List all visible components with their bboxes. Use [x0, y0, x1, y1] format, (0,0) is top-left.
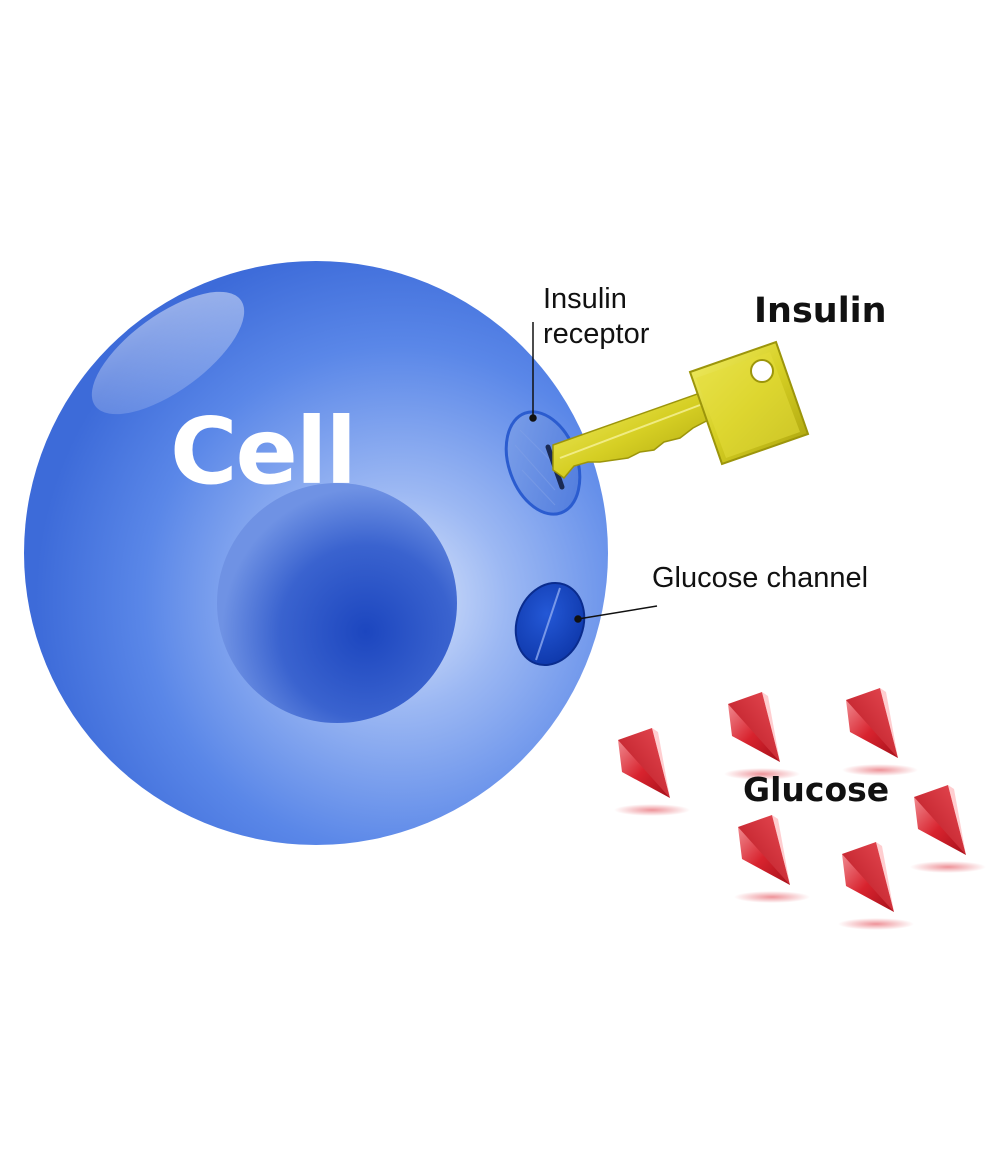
- insulin-receptor-label: Insulin receptor: [543, 282, 649, 352]
- cell-highlight: [91, 291, 245, 415]
- glucose-channel: [514, 581, 586, 667]
- channel-leader-line: [577, 605, 658, 620]
- nucleus: [217, 483, 457, 723]
- receptor-leader-dot: [529, 414, 537, 422]
- cell-label: Cell: [170, 398, 357, 505]
- channel-leader-dot: [574, 615, 582, 623]
- glucose-molecule: [614, 728, 690, 816]
- glucose-molecule: [910, 785, 986, 873]
- insulin-receptor-label-line2: receptor: [543, 318, 650, 350]
- glucose-molecule: [734, 815, 810, 903]
- leader-lines: [529, 322, 658, 623]
- insulin-key: [552, 340, 810, 480]
- glucose-label: Glucose: [743, 770, 890, 809]
- insulin-label: Insulin: [754, 291, 887, 331]
- glucose-molecule: [838, 842, 914, 930]
- glucose-molecule: [842, 688, 918, 776]
- insulin-receptor-label-line1: Insulin: [543, 283, 627, 315]
- glucose-channel-label: Glucose channel: [652, 562, 869, 594]
- glucose-molecules: [614, 688, 986, 930]
- glucose-molecule: [724, 692, 800, 780]
